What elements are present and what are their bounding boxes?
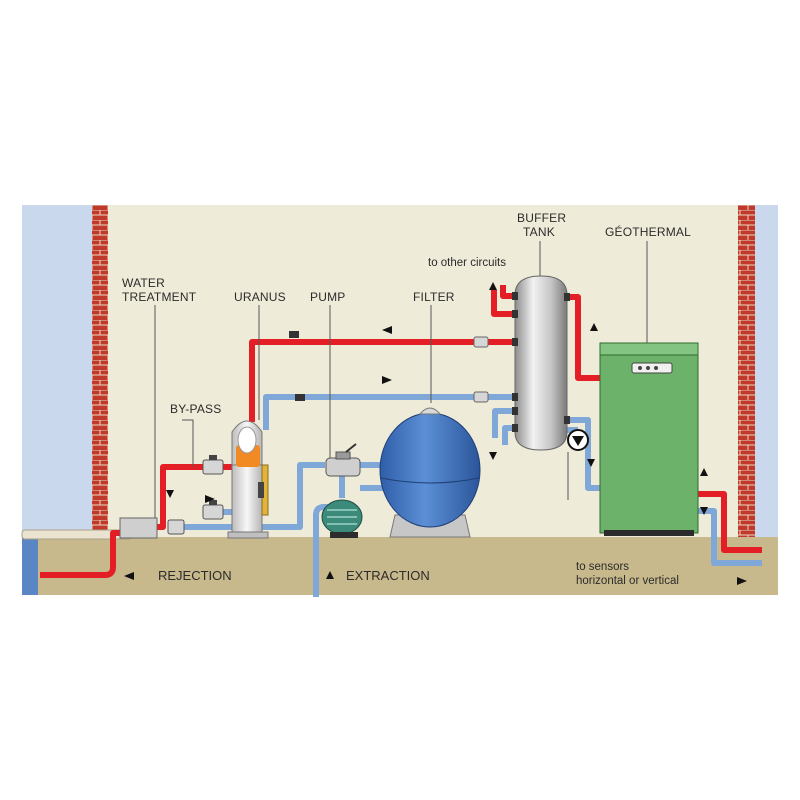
label-buffer-tank-2: TANK bbox=[523, 225, 555, 239]
label-geothermal: GÉOTHERMAL bbox=[605, 224, 691, 239]
right-brick-wall bbox=[738, 205, 755, 540]
filter-tank bbox=[379, 407, 481, 538]
label-uranus: URANUS bbox=[234, 290, 286, 304]
label-sensors-2: horizontal or vertical bbox=[576, 575, 679, 587]
valve-icon bbox=[289, 331, 305, 401]
outside-left bbox=[22, 205, 92, 535]
label-bypass: BY-PASS bbox=[170, 402, 221, 416]
label-other-circuits: to other circuits bbox=[428, 257, 506, 269]
label-extraction: EXTRACTION bbox=[346, 568, 430, 583]
pool-water bbox=[22, 537, 38, 595]
pump-unit bbox=[321, 499, 363, 538]
flow-arrow-icon bbox=[124, 282, 747, 585]
valve-icon bbox=[473, 336, 489, 403]
label-water-treatment-2: TREATMENT bbox=[122, 290, 197, 304]
cold-pipes bbox=[170, 394, 762, 597]
hot-pipes bbox=[40, 285, 762, 578]
label-pump: PUMP bbox=[310, 290, 345, 304]
label-sensors: to sensors bbox=[576, 561, 629, 573]
circulator-pump-icon bbox=[567, 429, 589, 451]
label-rejection: REJECTION bbox=[158, 568, 232, 583]
buffer-tank bbox=[512, 275, 570, 451]
valve-icon bbox=[202, 455, 224, 475]
label-water-treatment: WATER bbox=[122, 276, 165, 290]
label-filter: FILTER bbox=[413, 290, 455, 304]
ground bbox=[22, 537, 778, 595]
multiport-valve bbox=[325, 443, 361, 477]
left-brick-wall bbox=[92, 205, 108, 537]
geothermal-unit bbox=[599, 342, 699, 536]
valve-icon bbox=[202, 500, 224, 520]
leader-lines bbox=[154, 241, 648, 518]
label-buffer-tank: BUFFER bbox=[517, 211, 566, 225]
water-treatment-unit bbox=[119, 517, 158, 539]
outside-right bbox=[755, 205, 778, 540]
valve-icon bbox=[167, 519, 185, 535]
uranus-unit bbox=[227, 420, 269, 539]
